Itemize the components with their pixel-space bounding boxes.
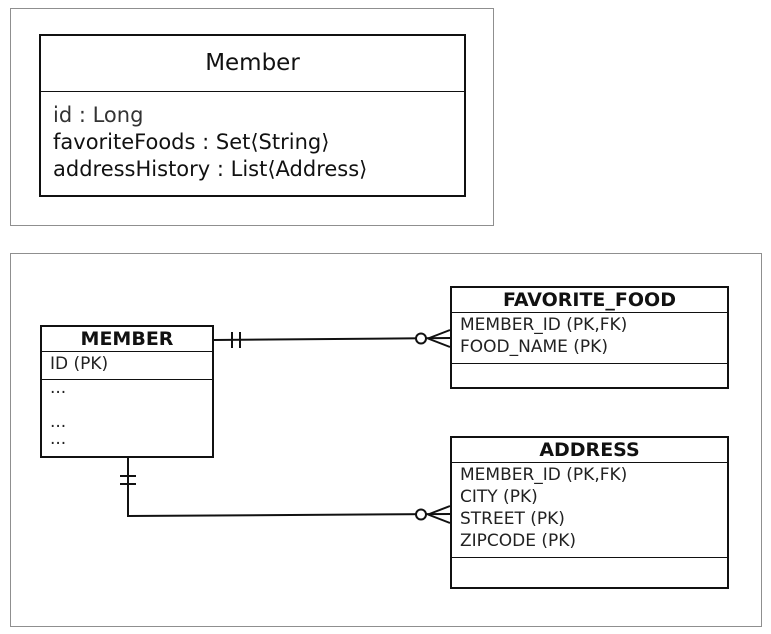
entity-column: ZIPCODE (PK) [460,531,577,551]
entity-column: ... [50,378,67,398]
entity-column: ... [50,429,67,449]
uml-class-member: Member id : Long favoriteFoods : Set⟨Str… [39,34,466,197]
entity-column: CITY (PK) [460,487,538,507]
entity-column: MEMBER_ID (PK,FK) [460,315,628,335]
class-attribute: id : Long [53,103,144,127]
entity-column: STREET (PK) [460,509,565,529]
class-attribute: addressHistory : List⟨Address⟩ [53,157,368,181]
entity-address: ADDRESS MEMBER_ID (PK,FK) CITY (PK) STRE… [450,436,729,589]
entity-columns: MEMBER_ID (PK,FK) CITY (PK) STREET (PK) … [452,463,727,558]
entity-column: FOOD_NAME (PK) [460,337,608,357]
class-attribute: favoriteFoods : Set⟨String⟩ [53,130,330,154]
entity-name: FAVORITE_FOOD [452,288,727,313]
entity-favorite-food: FAVORITE_FOOD MEMBER_ID (PK,FK) FOOD_NAM… [450,286,729,389]
entity-column: ID (PK) [50,354,109,374]
entity-member: MEMBER ID (PK) ... ... ... [40,325,214,458]
entity-column: ... [50,412,67,432]
entity-name: MEMBER [42,327,212,352]
entity-columns: ... ... ... [42,380,212,449]
class-name: Member [41,36,464,92]
class-attributes: id : Long favoriteFoods : Set⟨String⟩ ad… [41,92,464,183]
entity-column: MEMBER_ID (PK,FK) [460,465,628,485]
entity-pk-section: ID (PK) [42,352,212,380]
entity-columns: MEMBER_ID (PK,FK) FOOD_NAME (PK) [452,313,727,364]
entity-name: ADDRESS [452,438,727,463]
entity-column [50,397,212,414]
